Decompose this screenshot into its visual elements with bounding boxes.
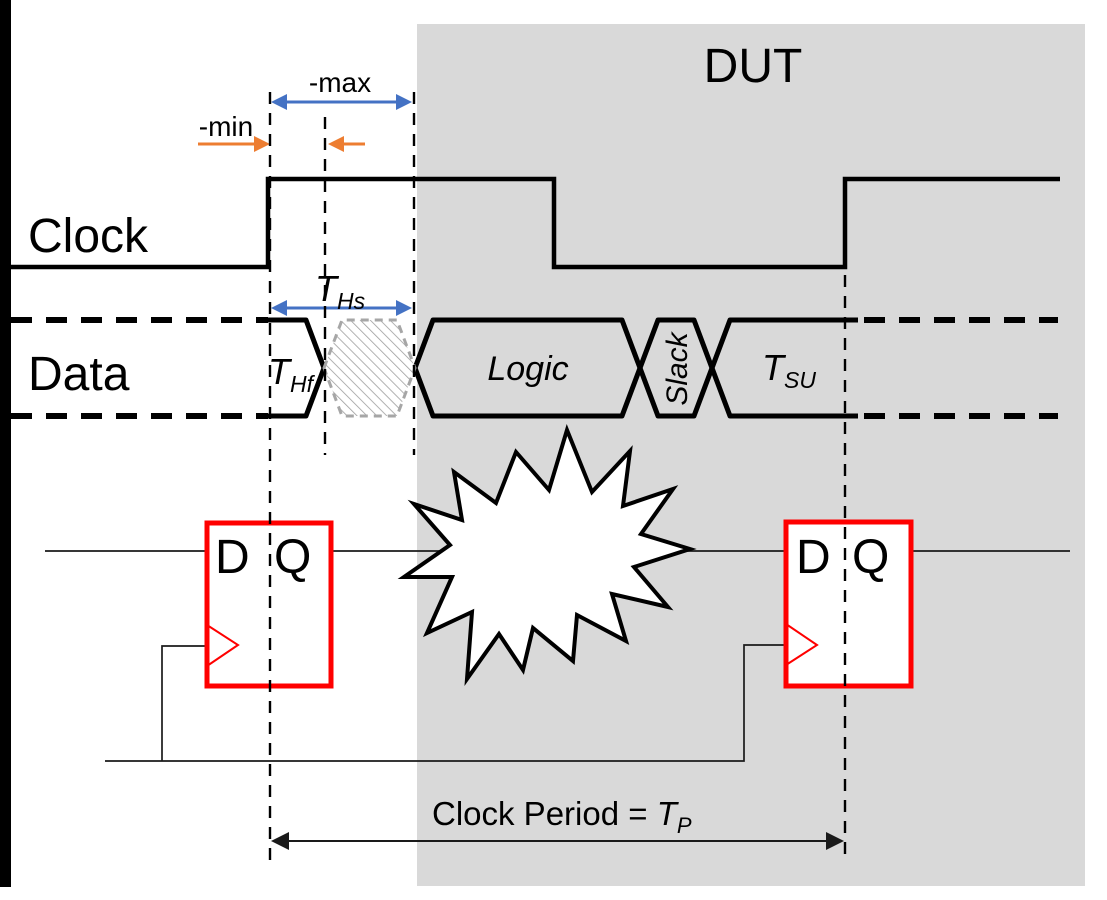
old-data-segment-top <box>268 317 327 369</box>
t-hf-label: THf <box>268 351 316 397</box>
t-hs-arrow <box>271 300 412 316</box>
flipflop-destination-box <box>783 519 914 689</box>
clock-period-label: Clock Period = TP <box>432 795 692 838</box>
logic-segment-label: Logic <box>487 350 568 388</box>
clock-label: Clock <box>28 210 149 263</box>
max-arrow <box>271 94 412 110</box>
data-bus-weave-bottom <box>412 317 858 419</box>
clock-period-arrow <box>271 832 844 850</box>
dut-region <box>417 24 1085 886</box>
min-arrows <box>198 136 365 152</box>
clock-period-arrowhead-left <box>271 832 289 850</box>
old-data-segment-bottom <box>268 367 327 419</box>
t-hs-label: THs <box>315 268 366 314</box>
max-annotation: -max <box>309 67 371 98</box>
clock-input-chevron-icon <box>206 624 240 667</box>
min-annotation: -min <box>199 111 253 142</box>
t-su-label: TSU <box>762 347 816 393</box>
data-bus-solid-segments <box>268 317 858 419</box>
flipflop-destination: D Q <box>783 519 914 689</box>
min-arrowhead-left-pointing <box>328 136 344 152</box>
slack-segment-label: Slack <box>661 330 694 405</box>
t-hs-arrowhead-left <box>271 300 287 316</box>
clock-period-arrowhead-right <box>826 832 844 850</box>
dut-label: DUT <box>704 40 803 93</box>
clock-waveform <box>11 176 1060 270</box>
max-arrowhead-left <box>271 94 287 110</box>
d-port-label: D <box>796 531 831 584</box>
max-arrowhead-right <box>396 94 412 110</box>
clock-edge-guidelines <box>268 92 847 860</box>
d-port-label: D <box>215 531 250 584</box>
clock-wire-source-ff <box>161 645 207 761</box>
data-bus-weave-top <box>412 317 858 419</box>
q-port-label: Q <box>274 531 311 584</box>
t-hs-arrowhead-right <box>396 300 412 316</box>
data-label: Data <box>28 348 130 401</box>
min-arrowhead-right-pointing <box>254 136 270 152</box>
q-port-label: Q <box>852 531 889 584</box>
data-bus-dashed-lines <box>11 317 1058 419</box>
hatched-uncertainty-region <box>322 318 417 418</box>
glitch-burst-shape <box>397 423 697 687</box>
left-edge-bar <box>0 0 11 887</box>
clock-input-chevron-icon <box>785 623 819 666</box>
clock-wire-dest-ff <box>105 644 786 762</box>
